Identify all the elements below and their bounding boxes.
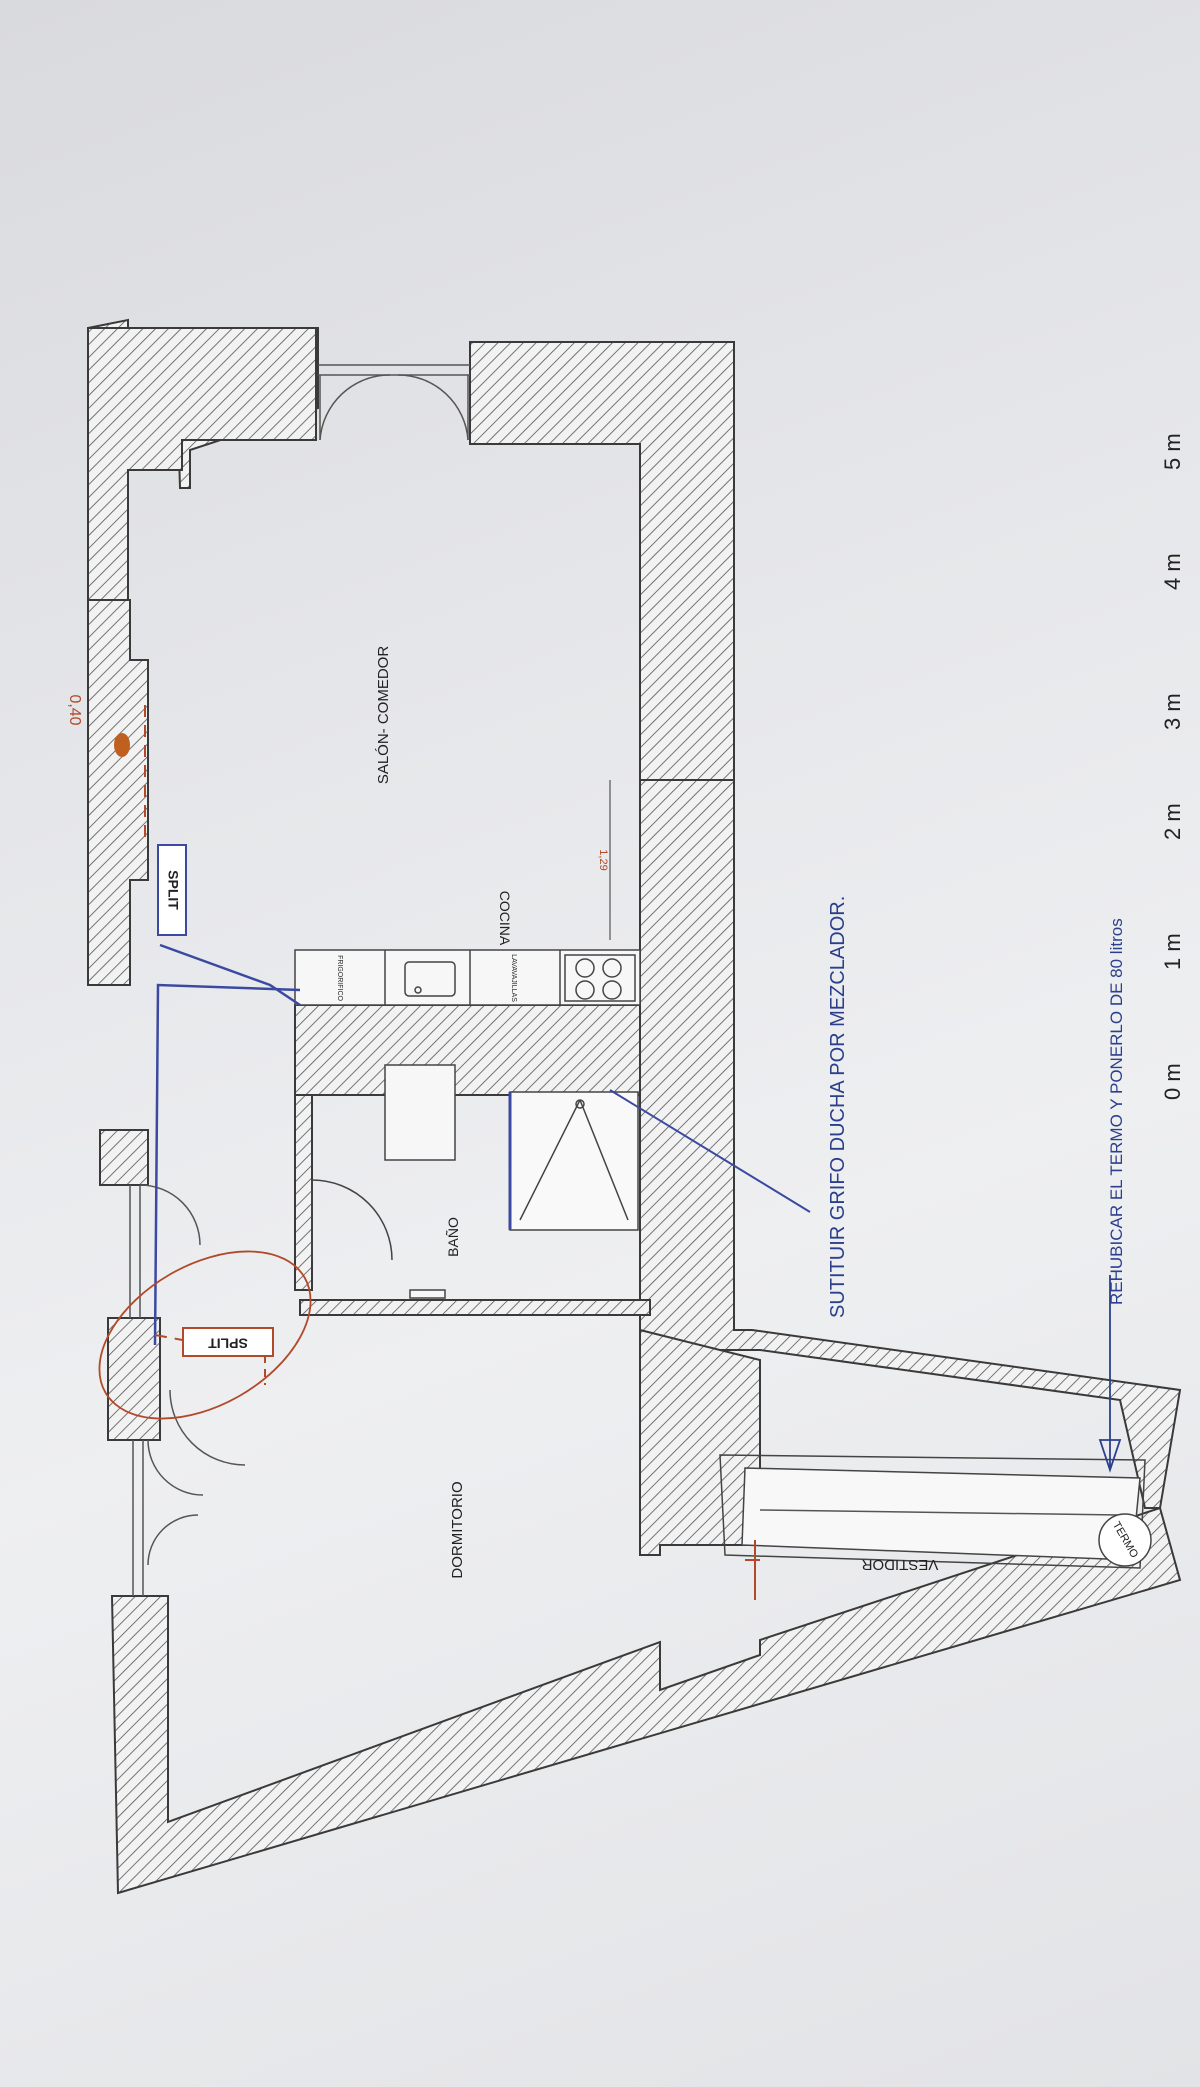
termo-icon [1098, 1513, 1152, 1567]
wall-kitchen-bath [294, 1004, 641, 1096]
split-top: SPLIT [157, 844, 187, 936]
wall-bath-left [294, 1094, 313, 1291]
scale-4: 4 m [1160, 553, 1185, 590]
wall-bottom [110, 1506, 1182, 1895]
pipes [153, 943, 301, 1346]
vent-marker [114, 733, 130, 757]
termo-note: REHUBICAR EL TERMO Y PONERLO DE 80 litro… [1098, 918, 1126, 1473]
room-cocina: COCINA [497, 891, 513, 946]
scale-3: 3 m [1160, 693, 1185, 730]
termo-note-text: REHUBICAR EL TERMO Y PONERLO DE 80 litro… [1107, 918, 1126, 1305]
wall-left-2 [99, 1129, 149, 1186]
fridge-label: FRIGORIFICO [336, 955, 343, 1001]
wall-top-left-main [87, 327, 317, 601]
split-bottom: SPLIT [182, 1327, 274, 1357]
bathroom-fixtures [311, 1064, 639, 1299]
shower-note: SUTITUIR GRIFO DUCHA POR MEZCLADOR. [609, 896, 849, 1318]
kitchen-counter [294, 949, 641, 1006]
hob-icon [564, 954, 636, 1002]
scale-0: 0 m [1160, 1063, 1185, 1100]
wardrobe-hangers [759, 1509, 1121, 1516]
scale-5: 5 m [1160, 433, 1185, 470]
scale-1: 1 m [1160, 933, 1185, 970]
split-top-label: SPLIT [165, 870, 181, 910]
wall-vestidor [639, 1328, 761, 1556]
wall-bath-bed [299, 1299, 651, 1316]
room-dormitorio: DORMITORIO [449, 1481, 466, 1578]
room-vestidor: VESTIDOR [861, 1556, 938, 1573]
dishwasher-label: LAVAVAJILLAS [510, 954, 517, 1002]
vestidor-fixtures [719, 1454, 1152, 1569]
shower-tray [509, 1091, 639, 1231]
balcony-door [318, 364, 470, 441]
wall-top-right [469, 341, 735, 781]
scale-bar: 0 m 1 m 2 m 3 m 4 m 5 m [1160, 433, 1185, 1100]
walls [87, 318, 1182, 1895]
shower-note-text: SUTITUIR GRIFO DUCHA POR MEZCLADOR. [827, 896, 849, 1318]
room-salon: SALÓN- COMEDOR [375, 646, 392, 785]
scale-2: 2 m [1160, 803, 1185, 840]
wall-left-1 [87, 599, 149, 986]
split-bottom-label: SPLIT [208, 1335, 248, 1351]
wall-left-3 [107, 1317, 161, 1441]
dim-040: 0,40 [66, 694, 83, 725]
bedroom-openings [129, 1184, 246, 1596]
room-bano: BAÑO [445, 1217, 461, 1257]
sink-icon [404, 961, 456, 997]
highlight-circle [98, 1250, 312, 1420]
red-annotations [98, 705, 760, 1600]
dim-129: 1,29 [597, 849, 609, 870]
